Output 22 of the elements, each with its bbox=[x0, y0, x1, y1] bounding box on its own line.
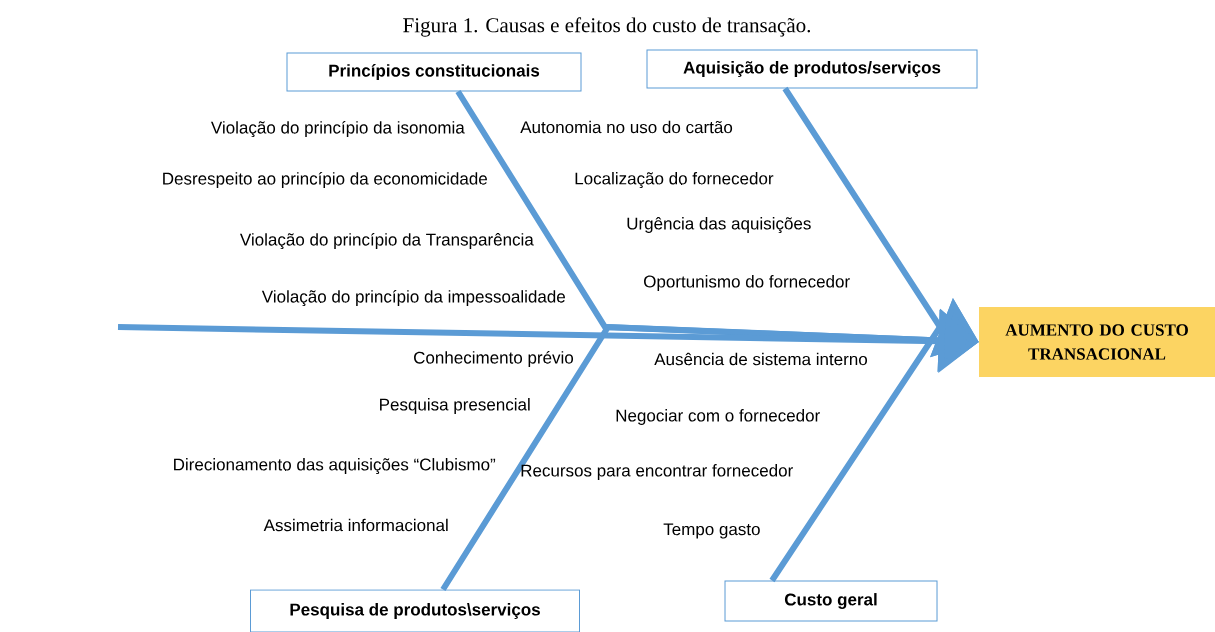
cause-label: Direcionamento das aquisições “Clubismo” bbox=[174, 458, 496, 474]
cause-label: Negociar com o fornecedor bbox=[616, 409, 820, 425]
cause-label: Tempo gasto bbox=[663, 523, 760, 539]
cause-label: Ausência de sistema interno bbox=[654, 352, 867, 366]
cause-label: Autonomia no uso do cartão bbox=[520, 120, 733, 134]
category-box: Custo geral bbox=[724, 580, 938, 622]
cause-label: Pesquisa presencial bbox=[380, 398, 530, 414]
category-box: Pesquisa de produtos\serviços bbox=[250, 589, 580, 632]
cause-label: Assimetria informacional bbox=[263, 518, 448, 532]
cause-label: Localização do fornecedor bbox=[575, 172, 774, 188]
cause-label: Violação do princípio da impessoalidade bbox=[261, 289, 565, 307]
cause-label: Desrespeito ao princípio da economicidade bbox=[163, 172, 487, 189]
cause-label: Conhecimento prévio bbox=[414, 351, 574, 368]
category-box: Princípios constitucionais bbox=[286, 52, 582, 92]
cause-label: Urgência das aquisições bbox=[627, 217, 811, 233]
cause-label: Violação do princípio da isonomia bbox=[211, 120, 465, 138]
cause-label: Recursos para encontrar fornecedor bbox=[521, 464, 793, 480]
cause-label: Oportunismo do fornecedor bbox=[644, 275, 850, 291]
figure-title: Figura 1. Causas e efeitos do custo de transação. bbox=[403, 17, 811, 37]
cause-label: Violação do princípio da Transparência bbox=[240, 232, 534, 250]
category-box: Aquisição de produtos/serviços bbox=[646, 49, 978, 89]
effect-box: AUMENTO DO CUSTO TRANSACIONAL bbox=[979, 307, 1215, 377]
